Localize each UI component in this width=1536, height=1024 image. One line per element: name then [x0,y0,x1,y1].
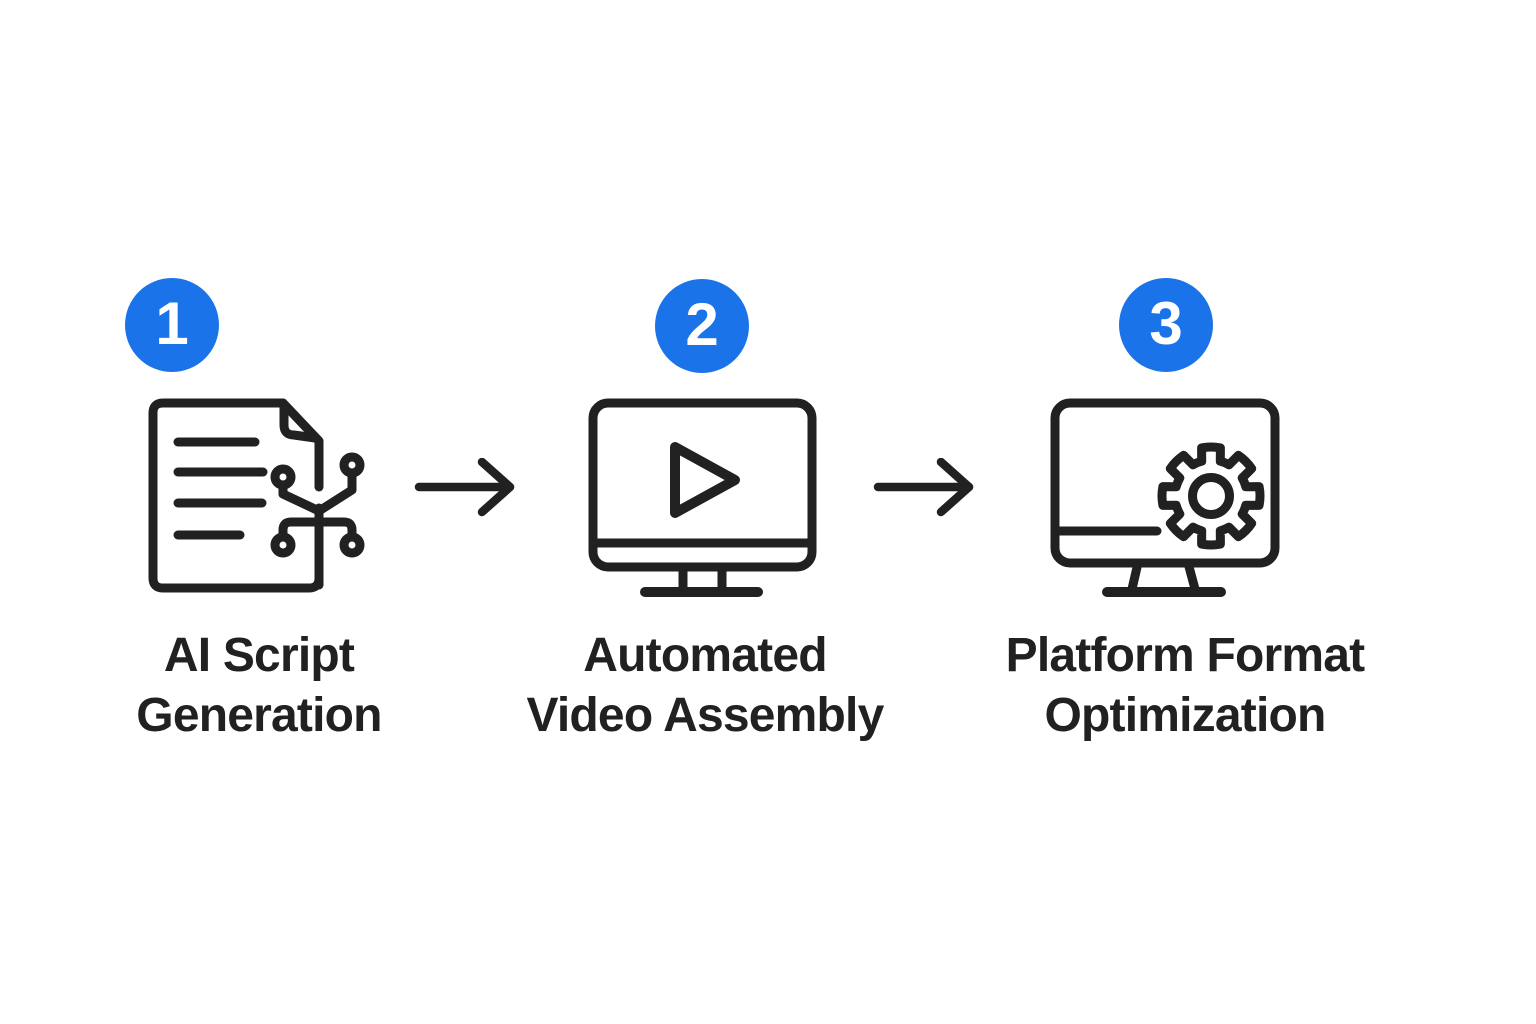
step-1-badge: 1 [125,278,219,372]
step-2-badge: 2 [655,279,749,373]
step-3-label-line1: Platform Format [1005,629,1366,682]
step-3-number: 3 [1149,290,1183,357]
step-1-label-line2: Generation [136,689,382,742]
document-ai-circuit-icon [148,398,365,593]
step-2-number: 2 [685,291,719,358]
arrow-right-icon [873,458,974,517]
step-2-label: Automated Video Assembly [495,626,915,746]
step-2-label-line2: Video Assembly [526,689,885,742]
arrow-right-icon [414,458,515,517]
step-3-label: Platform Format Optimization [975,626,1395,746]
monitor-gear-icon [1050,398,1280,597]
step-1-label-line1: AI Script [163,629,355,682]
monitor-play-icon [588,398,817,597]
step-2-label-line1: Automated [583,629,827,682]
step-3-badge: 3 [1119,278,1213,372]
step-3-label-line2: Optimization [1044,689,1326,742]
step-1-number: 1 [155,290,189,357]
step-1-label: AI Script Generation [49,626,469,746]
